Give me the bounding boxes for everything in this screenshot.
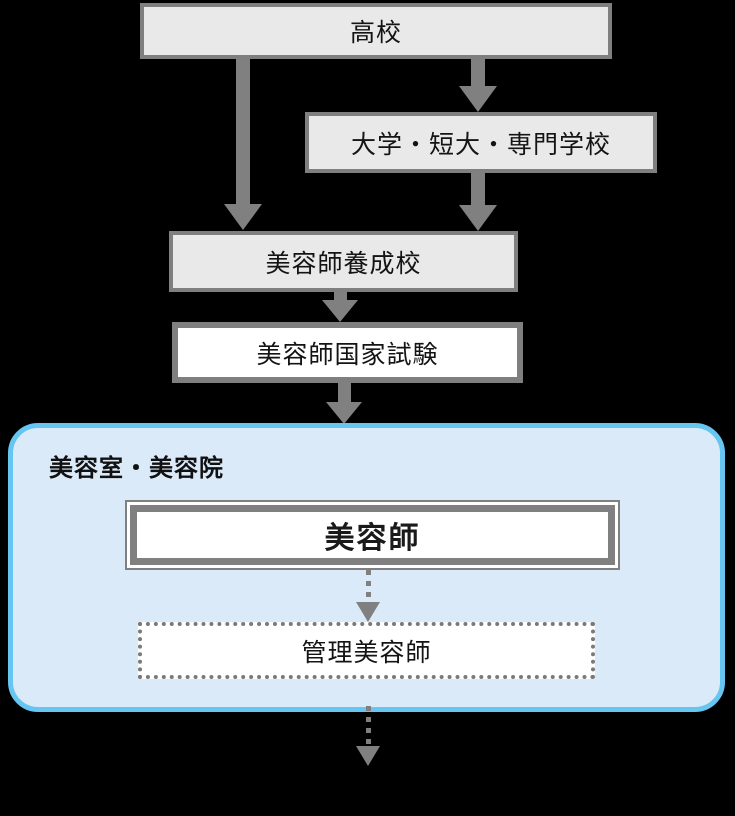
salon-container: 美容室・美容院 美容師 管理美容師 — [8, 423, 725, 712]
node-national-exam-label: 美容師国家試験 — [256, 340, 439, 369]
arrow-head-icon — [356, 746, 380, 766]
arrow-shaft — [333, 292, 347, 300]
arrow-shaft — [236, 59, 250, 204]
arrow-head-icon — [326, 402, 362, 424]
arrow-shaft — [337, 383, 351, 402]
arrow-head-icon — [322, 300, 358, 322]
arrow-highschool-to-university — [459, 59, 497, 112]
arrow-head-icon — [224, 204, 262, 230]
arrow-shaft — [471, 173, 485, 205]
node-university-label: 大学・短大・専門学校 — [350, 130, 611, 159]
node-high-school-label: 高校 — [349, 19, 402, 47]
node-managing-beautician: 管理美容師 — [138, 622, 595, 679]
arrow-beautician-to-managing — [356, 570, 380, 622]
arrow-university-to-trainingschool — [459, 173, 497, 231]
arrow-shaft — [471, 59, 485, 86]
dotted-arrow-shaft — [365, 706, 371, 746]
arrow-head-icon — [459, 86, 497, 112]
node-beautician: 美容師 — [130, 505, 615, 565]
node-training-school-label: 美容師養成校 — [265, 249, 422, 278]
arrow-exam-to-salon — [326, 383, 362, 424]
arrow-head-icon — [356, 602, 380, 622]
node-university: 大学・短大・専門学校 — [305, 112, 657, 173]
node-high-school: 高校 — [140, 3, 612, 59]
node-training-school: 美容師養成校 — [169, 231, 518, 292]
node-managing-beautician-label: 管理美容師 — [301, 638, 432, 667]
salon-container-label: 美容室・美容院 — [49, 455, 224, 482]
node-beautician-label: 美容師 — [324, 522, 421, 555]
node-national-exam: 美容師国家試験 — [172, 322, 523, 383]
arrow-head-icon — [459, 205, 497, 231]
dotted-arrow-shaft — [365, 570, 371, 602]
arrow-trainingschool-to-exam — [322, 292, 358, 322]
arrow-highschool-to-trainingschool — [224, 59, 262, 230]
arrow-salon-continuation — [356, 706, 380, 766]
